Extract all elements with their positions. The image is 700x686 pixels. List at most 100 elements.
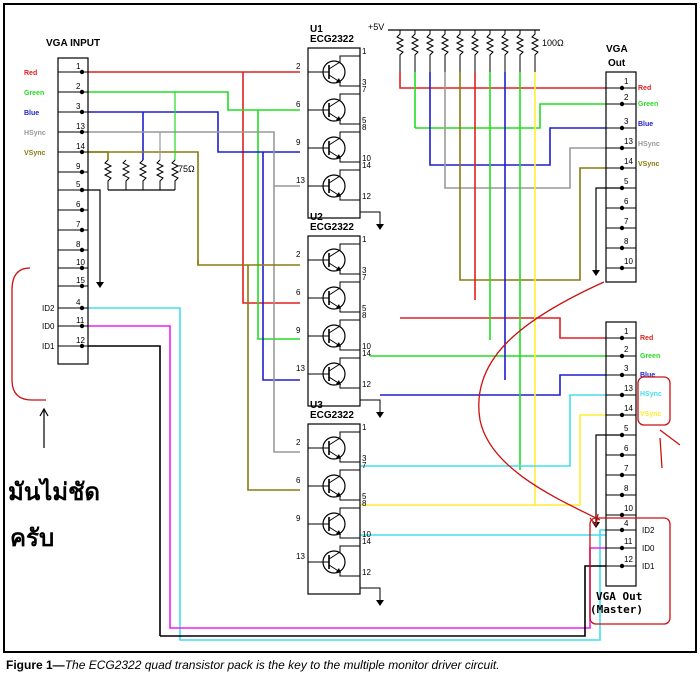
vga-master-signal-label: HSync <box>640 391 662 398</box>
pin-dot <box>79 305 85 311</box>
vsync-wire <box>82 72 622 491</box>
figure-caption: Figure 1—The ECG2322 quad transistor pac… <box>6 658 500 672</box>
chip-pin-number: 1 <box>362 423 367 432</box>
pin-dot <box>619 372 625 378</box>
chip-pin-number: 2 <box>296 62 301 71</box>
vga-master-id-label: ID1 <box>642 562 655 571</box>
vga-input-pin-number: 7 <box>76 220 81 229</box>
annotation-circle-sync <box>637 376 671 426</box>
pin-dot <box>619 412 625 418</box>
transistor <box>308 545 360 577</box>
chip-pin-number: 9 <box>296 514 301 523</box>
pullup-resistor-label: 100Ω <box>542 38 564 48</box>
vga-out-ground-bus <box>595 187 622 270</box>
u3-vsync-out <box>360 414 622 506</box>
pin-dot <box>79 283 85 289</box>
wires <box>82 71 622 641</box>
u3-hsync-out <box>360 394 622 467</box>
pin-dot <box>79 169 85 175</box>
vga-input-pin-number: 14 <box>76 142 85 151</box>
vga-master-pin-number: 6 <box>624 444 629 453</box>
chips: U1ECG23222136759810131412U2ECG2322213675… <box>296 24 384 606</box>
chip-pin-number: 12 <box>362 192 371 201</box>
chip-pin-number: 6 <box>296 288 301 297</box>
vga-out-pin-number: 14 <box>624 157 633 166</box>
vga-input-pin-number: 15 <box>76 276 85 285</box>
resistor-zigzag <box>170 159 180 190</box>
vga-out-pin-number: 1 <box>624 77 629 86</box>
resistor-zigzag <box>155 159 165 190</box>
vga-input-pin-number: 4 <box>76 298 81 307</box>
chip-pin-number: 3 <box>362 266 367 275</box>
pin-dot <box>79 207 85 213</box>
transistor <box>308 243 360 275</box>
transistor <box>308 93 360 125</box>
chip-pin-number: 8 <box>362 123 367 132</box>
transistor <box>308 281 360 313</box>
chip-label: U3 <box>310 400 323 411</box>
vga-input-pin-number: 9 <box>76 162 81 171</box>
ground-arrow-icon <box>96 282 104 288</box>
transistor <box>308 431 360 463</box>
pin-dot <box>619 85 625 91</box>
pullup-resistor <box>485 30 495 72</box>
chip-pin-number: 10 <box>362 530 371 539</box>
vga-master-signal-label: Red <box>640 335 653 342</box>
pin-dot <box>619 165 625 171</box>
pullup-resistor <box>425 30 435 72</box>
vga-master-title-1: VGA Out <box>596 590 642 603</box>
caption-text: The ECG2322 quad transistor pack is the … <box>64 658 500 672</box>
ground-arrow-icon <box>376 412 384 418</box>
id2-wire <box>82 307 622 641</box>
transistor <box>308 469 360 501</box>
vga-out-pin-number: 7 <box>624 217 629 226</box>
vga-master-pin-number: 12 <box>624 555 633 564</box>
vga-master-pin-number: 4 <box>624 519 629 528</box>
pin-dot <box>619 125 625 131</box>
ground-arrow-icon <box>376 224 384 230</box>
pullup-resistor <box>530 30 540 72</box>
chip-pin-number: 3 <box>362 454 367 463</box>
chip-pin-number: 14 <box>362 537 371 546</box>
pin-dot <box>619 225 625 231</box>
chip-pin-number: 7 <box>362 461 367 470</box>
chip-part: ECG2322 <box>310 222 354 233</box>
vga-out-signal-label: Red <box>638 85 651 92</box>
vga-input-pin-number: 8 <box>76 240 81 249</box>
chip-pin-number: 6 <box>296 476 301 485</box>
vga-input-signal-label: HSync <box>24 130 46 137</box>
vga-master-pin-number: 14 <box>624 404 633 413</box>
chip-pin-number: 8 <box>362 499 367 508</box>
supply-label: +5V <box>368 22 384 32</box>
chip-pin-number: 10 <box>362 154 371 163</box>
chip-label: U2 <box>310 212 323 223</box>
pin-dot <box>79 343 85 349</box>
pin-dot <box>619 245 625 251</box>
vga-out-pin-number: 10 <box>624 257 633 266</box>
red-wire <box>82 71 622 339</box>
pullup-resistor <box>455 30 465 72</box>
vga-master-ground-bus <box>595 434 622 522</box>
chip-pin-number: 14 <box>362 161 371 170</box>
pullup-resistor <box>470 30 480 72</box>
pin-dot <box>619 265 625 271</box>
pullup-resistor <box>500 30 510 72</box>
vga-input-signal-label: Red <box>24 70 37 77</box>
vga-out-signal-label: Blue <box>638 121 653 128</box>
vga-input-signal-label: Blue <box>24 110 39 117</box>
chip-pin-number: 12 <box>362 568 371 577</box>
pin-dot <box>79 149 85 155</box>
transistor <box>308 357 360 389</box>
chip-pin-number: 6 <box>296 100 301 109</box>
resistor-zigzag <box>103 159 113 190</box>
vga-input-pin-number: 1 <box>76 62 81 71</box>
chip-pin-number: 5 <box>362 492 367 501</box>
vga-master-signal-label: Green <box>640 353 660 360</box>
pin-dot <box>619 545 625 551</box>
vga-out-pin-number: 13 <box>624 137 633 146</box>
